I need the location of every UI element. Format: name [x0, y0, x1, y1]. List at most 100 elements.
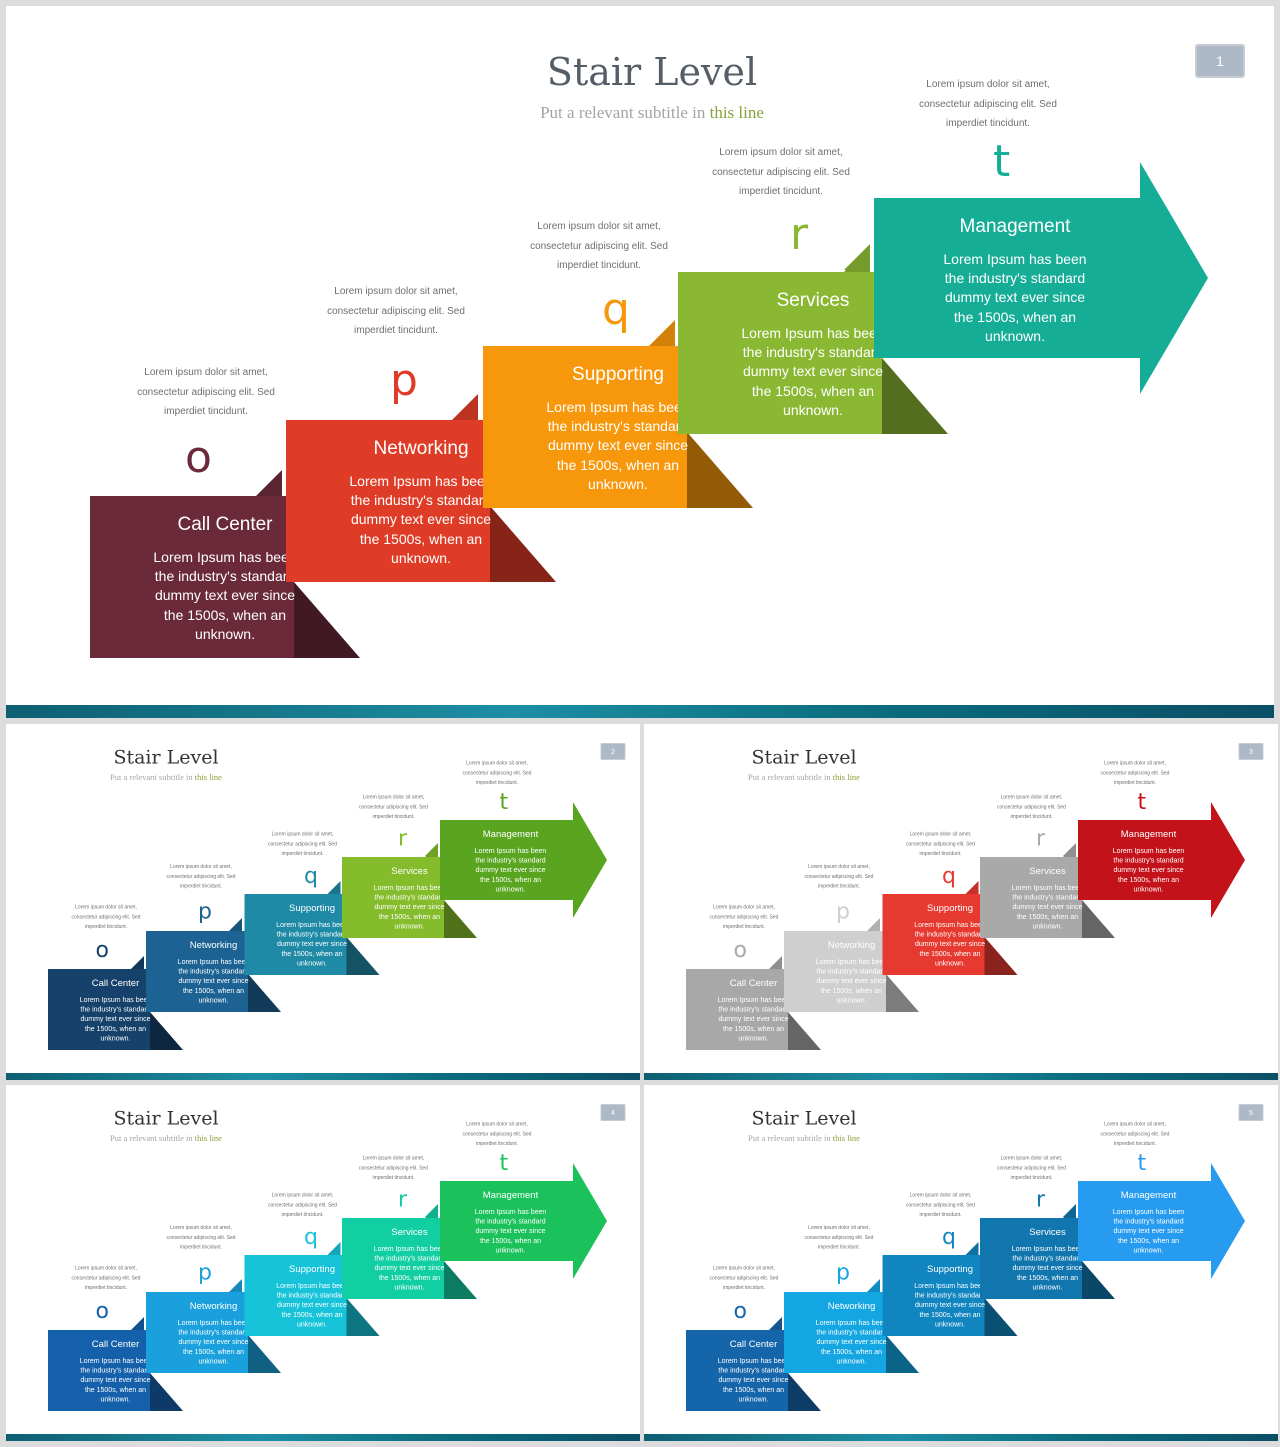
step-body: Lorem Ipsum has been the industry's stan…: [741, 325, 885, 418]
step-box: [342, 857, 444, 938]
step-fold-shadow: [248, 1335, 281, 1373]
step-fold-shadow: [886, 1335, 919, 1373]
step-heading: Services: [1029, 1227, 1066, 1238]
step-body: Lorem Ipsum has been the industry's stan…: [79, 995, 152, 1042]
step-body: Lorem Ipsum has been the industry's stan…: [1112, 1207, 1185, 1254]
step-caption: Lorem ipsum dolor sit amet, consectetur …: [359, 1155, 428, 1181]
step-corner-triangle: [1063, 1204, 1076, 1217]
step-body: Lorem Ipsum has been the industry's stan…: [815, 1318, 888, 1365]
step-fold-shadow: [687, 432, 753, 508]
step-corner-triangle: [1063, 843, 1076, 856]
step-fold-shadow: [984, 1298, 1018, 1336]
step-body: Lorem Ipsum has been the industry's stan…: [1011, 1244, 1084, 1291]
step-fold-shadow: [150, 1012, 183, 1050]
step-caption: Lorem ipsum dolor sit amet, consectetur …: [1100, 760, 1170, 786]
step-heading: Management: [482, 829, 539, 840]
step-corner-triangle: [769, 1317, 782, 1330]
step-fold-shadow: [984, 937, 1018, 975]
subtitle-highlight: this line: [194, 1133, 222, 1144]
step-letter-icon: o: [95, 937, 109, 963]
step-box: [244, 1255, 347, 1336]
step-heading: Networking: [189, 1301, 238, 1312]
subtitle-text: Put a relevant subtitle in: [540, 103, 710, 122]
step-fold-shadow: [444, 900, 477, 938]
slide-subtitle: Put a relevant subtitle in this line: [6, 773, 326, 783]
arrow-shape: [440, 1163, 607, 1279]
step-caption: Lorem ipsum dolor sit amet, consectetur …: [137, 367, 275, 417]
step-box: [483, 346, 687, 508]
step-caption: Lorem ipsum dolor sit amet, consectetur …: [804, 864, 874, 889]
step-caption: Lorem ipsum dolor sit amet, consectetur …: [71, 904, 141, 930]
step-heading: Supporting: [927, 903, 973, 914]
page-number-badge: 1: [1195, 44, 1245, 78]
step-letter-icon: p: [836, 1259, 850, 1285]
step-letter-icon: q: [942, 1224, 956, 1250]
step-heading: Services: [1029, 866, 1066, 877]
step-caption: Lorem ipsum dolor sit amet, consectetur …: [530, 221, 668, 271]
slide-title: Stair Level: [751, 1107, 857, 1129]
slide-subtitle: Put a relevant subtitle in this line: [644, 1134, 964, 1144]
step-heading: Management: [482, 1190, 539, 1201]
step-caption: Lorem ipsum dolor sit amet, consectetur …: [997, 794, 1066, 820]
step-caption: Lorem ipsum dolor sit amet, consectetur …: [906, 831, 975, 857]
step-box: [90, 496, 294, 658]
step-box: [784, 931, 886, 1012]
management-arrow: [1078, 802, 1245, 918]
step-heading: Call Center: [729, 978, 778, 989]
step-fold-shadow: [490, 506, 556, 582]
step-box: [286, 420, 490, 582]
step-heading: Management: [1120, 1190, 1177, 1201]
page-number-badge: 3: [1238, 743, 1264, 760]
management-arrow: [440, 1163, 607, 1279]
step-corner-triangle: [131, 1317, 144, 1330]
step-corner-triangle: [965, 1242, 979, 1255]
step-fold-shadow: [150, 1373, 183, 1411]
step-heading: Services: [391, 1227, 428, 1238]
step-caption: Lorem ipsum dolor sit amet, consectetur …: [709, 904, 779, 930]
step-body: Lorem Ipsum has been the industry's stan…: [1112, 846, 1185, 893]
slide-title: Stair Level: [113, 1107, 219, 1129]
step-body: Lorem Ipsum has been the industry's stan…: [914, 920, 986, 967]
step-heading: Networking: [189, 940, 238, 951]
step-fold-shadow: [294, 582, 360, 658]
step-letter-icon: p: [198, 898, 212, 924]
subtitle-highlight: this line: [194, 772, 222, 783]
management-arrow: [440, 802, 607, 918]
slide-subtitle: Put a relevant subtitle in this line: [644, 773, 964, 783]
step-heading: Supporting: [289, 903, 335, 914]
step-box: [244, 894, 347, 975]
slide-footer-bar: [644, 1434, 1278, 1441]
step-corner-triangle: [867, 1279, 880, 1292]
step-box: [342, 1218, 444, 1299]
step-body: Lorem Ipsum has been the industry's stan…: [717, 995, 790, 1042]
subtitle-highlight: this line: [832, 1133, 860, 1144]
step-letter-icon: q: [602, 284, 630, 335]
step-body: Lorem Ipsum has been the industry's stan…: [474, 1207, 547, 1254]
step-fold-shadow: [1082, 900, 1115, 938]
step-caption: Lorem ipsum dolor sit amet, consectetur …: [712, 147, 850, 197]
step-caption: Lorem ipsum dolor sit amet, consectetur …: [997, 1155, 1066, 1181]
step-letter-icon: p: [390, 355, 418, 406]
step-box: [882, 894, 985, 975]
